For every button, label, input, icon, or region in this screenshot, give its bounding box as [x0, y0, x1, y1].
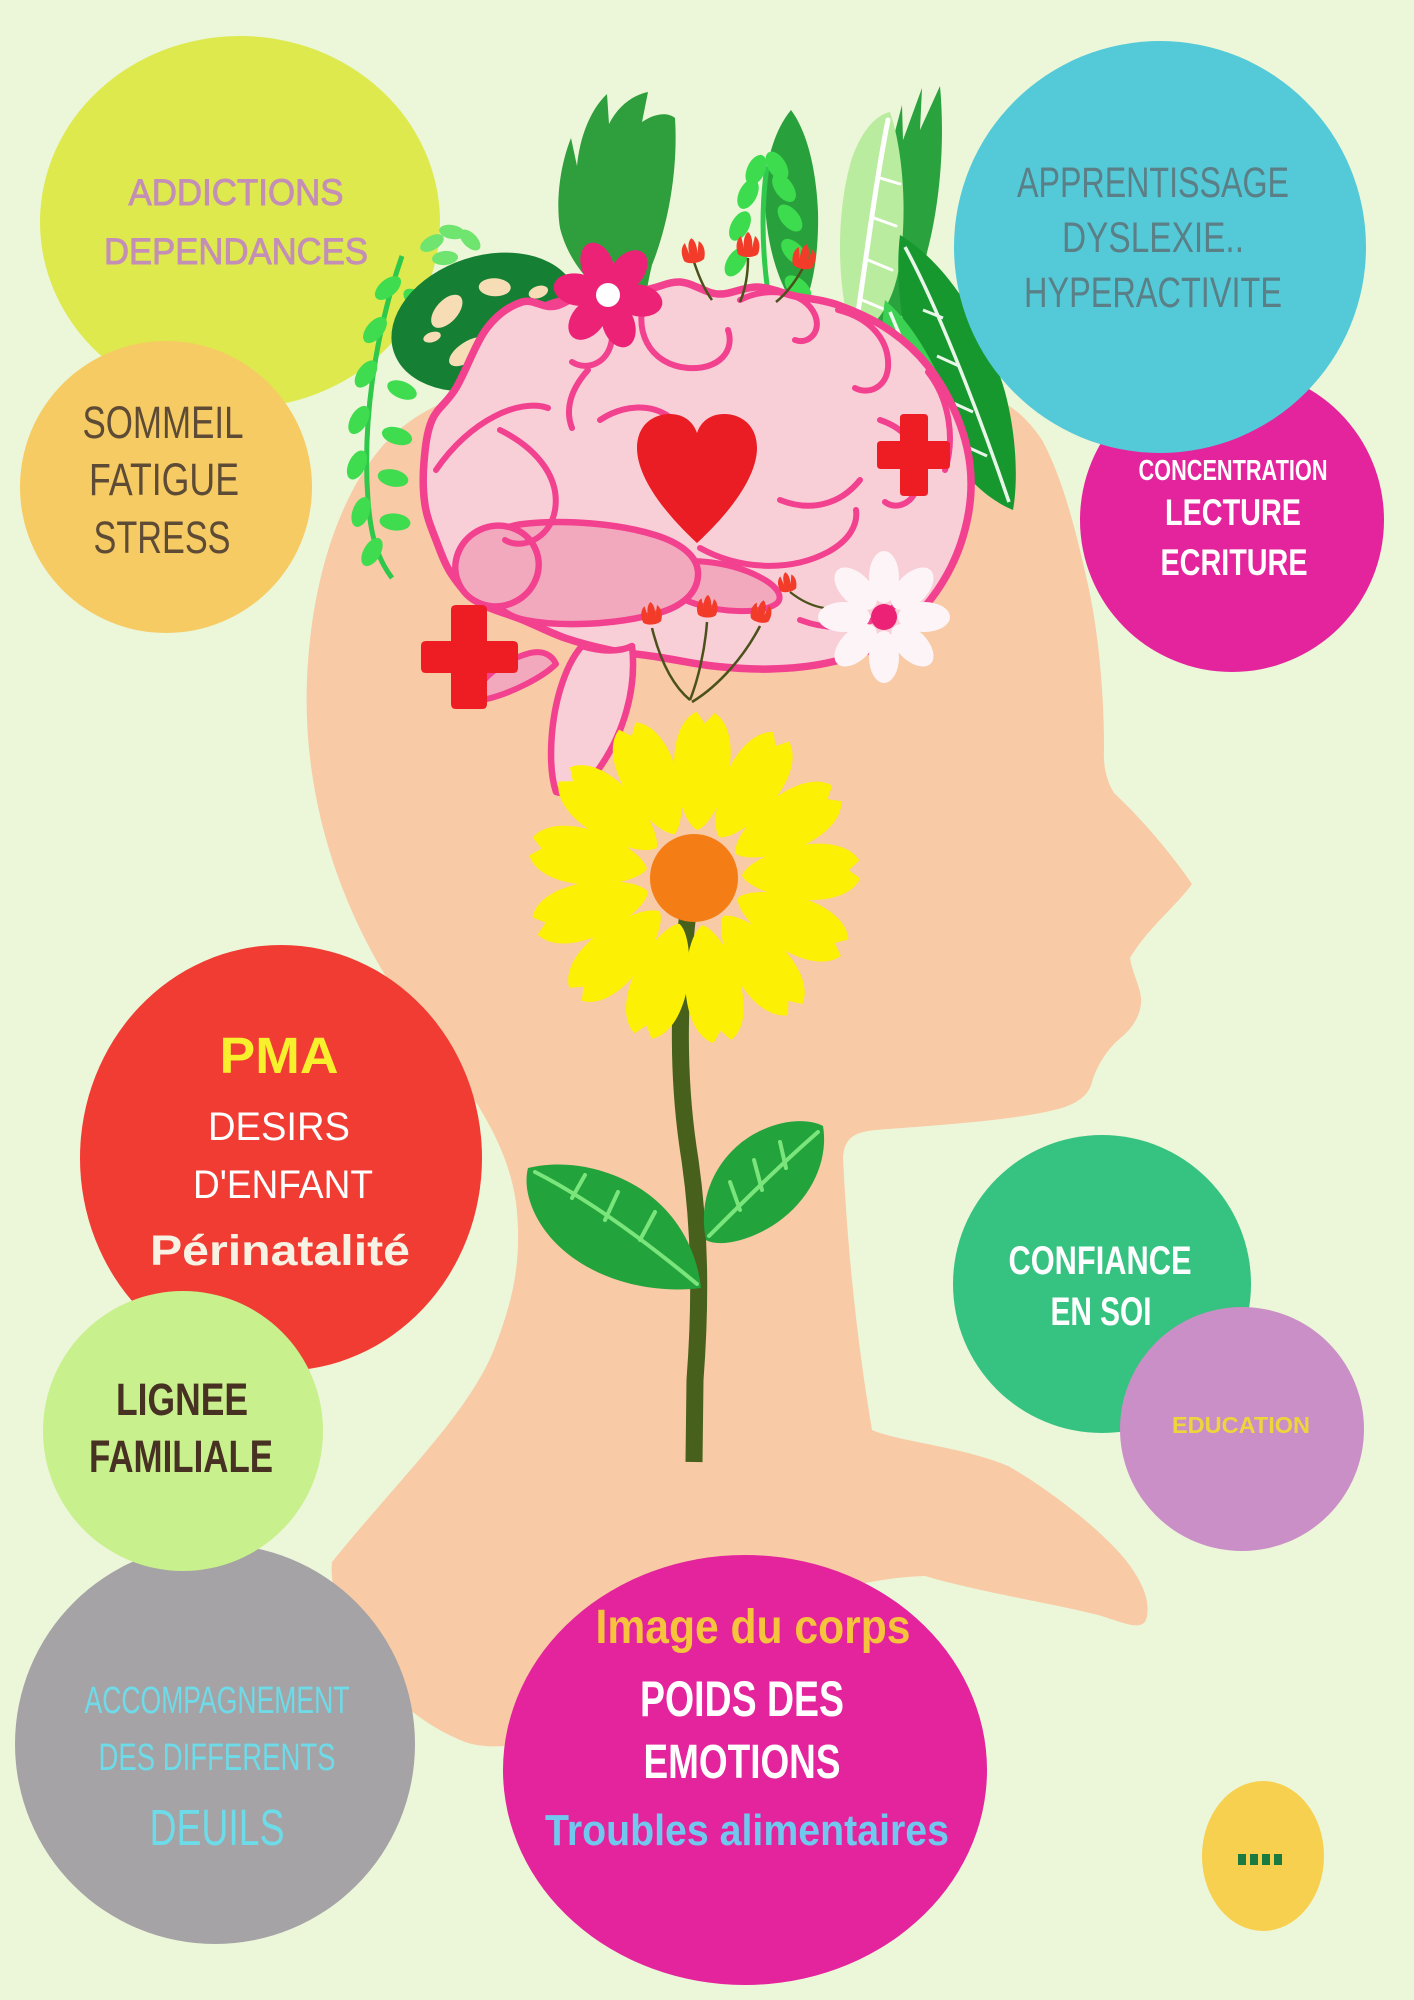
svg-text:DEPENDANCES: DEPENDANCES [104, 231, 368, 272]
svg-text:HYPERACTIVITE: HYPERACTIVITE [1024, 269, 1282, 317]
svg-text:LIGNEE: LIGNEE [116, 1374, 248, 1425]
svg-text:D'ENFANT: D'ENFANT [193, 1163, 373, 1207]
svg-text:Image du corps: Image du corps [596, 1601, 911, 1654]
svg-text:DES DIFFERENTS: DES DIFFERENTS [99, 1737, 336, 1779]
svg-text:ECRITURE: ECRITURE [1161, 542, 1308, 583]
svg-text:SOMMEIL: SOMMEIL [83, 397, 244, 448]
svg-text:POIDS DES: POIDS DES [640, 1671, 844, 1727]
svg-text:Périnatalité: Périnatalité [150, 1227, 410, 1275]
svg-text:ACCOMPAGNEMENT: ACCOMPAGNEMENT [85, 1680, 350, 1722]
svg-text:DESIRS: DESIRS [208, 1105, 350, 1149]
svg-text:DEUILS: DEUILS [150, 1799, 285, 1856]
svg-text:FATIGUE: FATIGUE [89, 454, 239, 505]
svg-text:FAMILIALE: FAMILIALE [89, 1431, 273, 1482]
svg-text:APPRENTISSAGE: APPRENTISSAGE [1017, 159, 1289, 207]
svg-text:DYSLEXIE..: DYSLEXIE.. [1062, 214, 1244, 262]
svg-text:LECTURE: LECTURE [1165, 492, 1301, 533]
svg-text:STRESS: STRESS [94, 512, 231, 563]
svg-text:Troubles alimentaires: Troubles alimentaires [545, 1806, 949, 1855]
svg-text:CONCENTRATION: CONCENTRATION [1139, 455, 1328, 487]
svg-text:EN SOI: EN SOI [1051, 1290, 1152, 1334]
svg-text:PMA: PMA [220, 1027, 339, 1084]
svg-text:EMOTIONS: EMOTIONS [644, 1736, 841, 1789]
svg-text:CONFIANCE: CONFIANCE [1009, 1239, 1192, 1283]
svg-text:ADDICTIONS: ADDICTIONS [129, 172, 344, 213]
svg-text:EDUCATION: EDUCATION [1172, 1412, 1310, 1438]
